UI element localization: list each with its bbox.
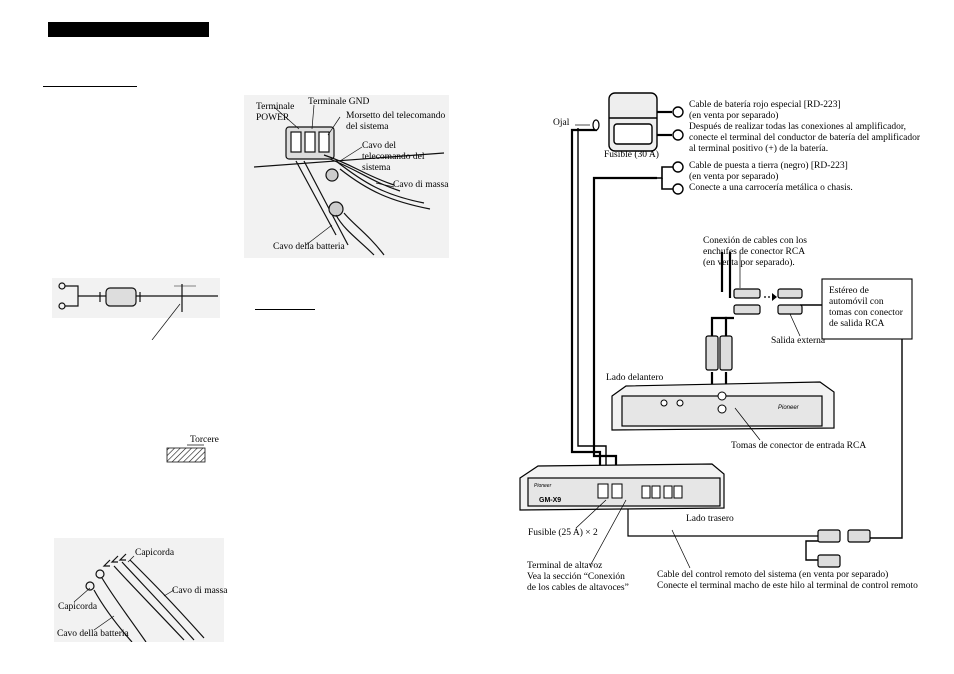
label-stereo-box: Estéreo de automóvil con tomas con conec… bbox=[829, 286, 903, 329]
front-amp-brand: Pioneer bbox=[778, 405, 800, 411]
rear-amp-model: GM-X9 bbox=[539, 497, 561, 504]
fuse-cable-drawing bbox=[58, 282, 218, 340]
label-lado-trasero: Lado trasero bbox=[686, 514, 734, 524]
label-ground-cable: Cable de puesta a tierra (negro) [RD-223… bbox=[689, 161, 853, 193]
capicorda-drawing bbox=[73, 553, 205, 642]
label-battery-cable: Cable de batería rojo especial [RD-223] … bbox=[689, 100, 921, 154]
label-terminale-gnd: Terminale GND bbox=[308, 97, 370, 107]
capicorda-figure bbox=[54, 538, 224, 642]
label-fusible-25: Fusible (25 A) × 2 bbox=[528, 528, 598, 538]
fuse-cable-figure bbox=[52, 278, 220, 340]
section-rule-2 bbox=[255, 309, 315, 310]
label-cavo-massa-2: Cavo di massa bbox=[172, 586, 228, 596]
rear-amp-brand: Pioneer bbox=[534, 483, 552, 489]
section-rule bbox=[43, 86, 137, 87]
label-cavo-massa: Cavo di massa bbox=[393, 180, 449, 190]
label-tomas-entrada: Tomas de conector de entrada RCA bbox=[731, 441, 867, 451]
label-rca-connection: Conexión de cables con los enchufes de c… bbox=[703, 236, 807, 268]
label-cavo-batteria: Cavo della batteria bbox=[273, 242, 345, 252]
label-capicorda-top: Capicorda bbox=[135, 548, 175, 558]
label-ojal: Ojal bbox=[553, 118, 570, 128]
label-terminal-altavoz: Terminal de altavoz Vea la sección “Cone… bbox=[527, 561, 629, 593]
terminal-block-drawing bbox=[253, 104, 445, 256]
label-fusible-30: Fusible (30 A) bbox=[604, 150, 659, 160]
label-capicorda-left: Capicorda bbox=[58, 602, 98, 612]
label-cavo-batteria-2: Cavo della batteria bbox=[57, 629, 129, 639]
label-lado-delantero: Lado delantero bbox=[606, 373, 664, 383]
terminal-block-figure bbox=[244, 95, 449, 258]
label-torcere: Torcere bbox=[190, 435, 219, 445]
label-salida-externa: Salida externa bbox=[771, 336, 826, 346]
header-bar bbox=[48, 22, 209, 37]
label-remote-cable: Cable del control remoto del sistema (en… bbox=[657, 570, 918, 591]
